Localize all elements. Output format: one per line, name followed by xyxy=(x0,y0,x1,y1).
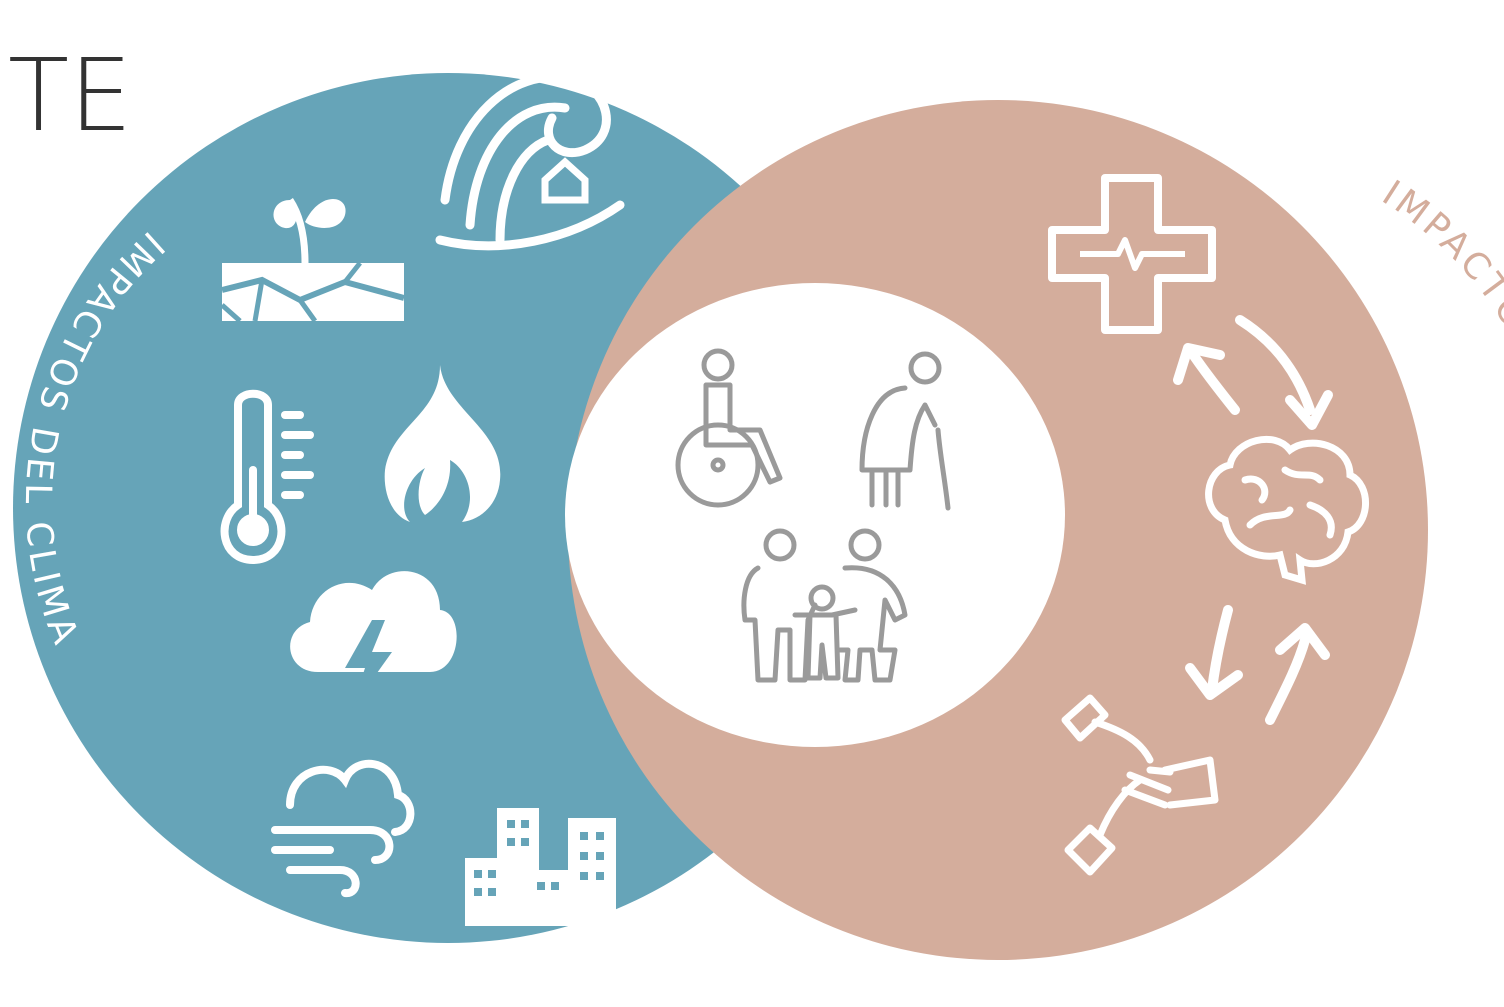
city-buildings-icon xyxy=(465,808,616,926)
family-icon xyxy=(741,528,908,683)
helping-hands-icon xyxy=(1061,694,1219,876)
tsunami-icon xyxy=(435,72,625,251)
partial-title: TE xyxy=(8,37,132,154)
thermometer-icon xyxy=(220,389,314,565)
medical-cross-icon xyxy=(1048,174,1216,334)
wheelchair-person-icon xyxy=(675,348,783,508)
cycle-arrows-icon xyxy=(1173,315,1333,725)
wind-icon xyxy=(271,759,415,897)
vulnerable-groups-center xyxy=(565,283,1065,747)
elderly-person-icon xyxy=(859,351,951,511)
drought-plant-icon xyxy=(220,198,405,323)
brain-icon xyxy=(1205,435,1369,585)
storm-cloud-icon xyxy=(290,571,457,708)
fire-icon xyxy=(384,365,501,522)
